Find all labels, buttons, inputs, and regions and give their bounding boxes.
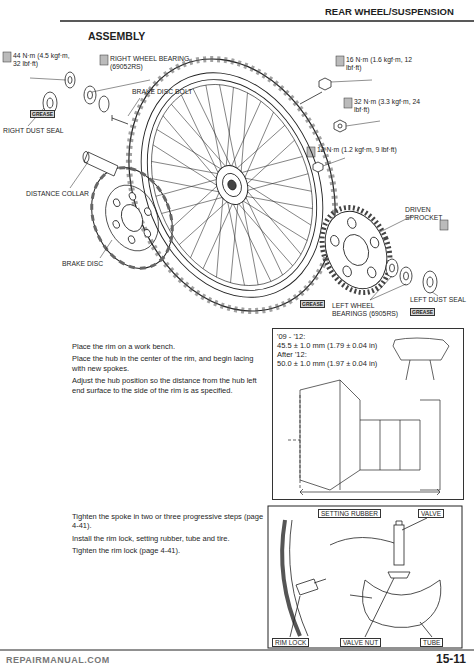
disc-hole xyxy=(128,192,137,202)
spoke xyxy=(243,156,312,213)
spoke xyxy=(181,93,219,178)
callout-label: RIM LOCK xyxy=(272,638,309,647)
spec-text: 50.0 ± 1.0 mm (1.97 ± 0.04 in) xyxy=(277,359,389,368)
sprocket-hole xyxy=(329,234,341,247)
instruction: Place the rim on a work bench. xyxy=(72,342,267,351)
part-name: RIGHT DUST SEAL xyxy=(3,127,73,135)
spoke xyxy=(190,85,238,172)
instruction: Place the hub in the center of the rim, … xyxy=(72,354,267,373)
spec-frame: '09 - '12:45.5 ± 1.0 mm (1.79 ± 0.04 in)… xyxy=(272,328,464,500)
part-name: DRIVEN SPROCKET xyxy=(405,206,465,222)
torque-spec: 12 N·m (1.2 kgf·m, 9 lbf·ft) xyxy=(317,146,417,154)
spoke xyxy=(203,201,265,283)
grease-mark: GREASE xyxy=(300,300,325,308)
page-header: REAR WHEEL/SUSPENSION xyxy=(325,7,470,18)
spoke xyxy=(152,157,221,214)
torque-spec: 16 N·m (1.6 kgf·m, 12 lbf·ft) xyxy=(346,56,416,72)
spec-text: 45.5 ± 1.0 mm (1.79 ± 0.04 in) xyxy=(277,341,389,350)
part-name: DISTANCE COLLAR xyxy=(26,190,106,198)
spoke xyxy=(245,166,311,242)
spoke xyxy=(236,191,292,276)
spoke xyxy=(171,200,238,245)
spoke xyxy=(244,174,313,231)
spoke xyxy=(189,195,251,277)
callout-label: VALVE NUT xyxy=(340,638,381,647)
section-title: ASSEMBLY xyxy=(88,30,145,42)
spoke xyxy=(157,112,224,188)
instruction: Tighten the rim lock (page 4-41). xyxy=(72,546,264,555)
spoke xyxy=(226,198,274,285)
spoke xyxy=(237,140,304,185)
spoke xyxy=(199,87,261,169)
disc-hole xyxy=(112,198,121,208)
instruction: Tighten the spoke in two or three progre… xyxy=(72,512,264,531)
grease-mark: GREASE xyxy=(410,308,435,316)
instruction: Install the rim lock, setting rubber, tu… xyxy=(72,534,264,543)
part-name: LEFT DUST SEAL xyxy=(410,296,470,304)
spoke xyxy=(244,192,282,277)
spoke xyxy=(152,139,221,196)
disc-hole xyxy=(143,207,152,217)
sprocket-hole xyxy=(346,216,358,229)
part-name: RIGHT WHEEL BEARING (69052RS) xyxy=(110,55,206,71)
spec-text: After '12: xyxy=(277,350,389,359)
spoke xyxy=(153,128,219,204)
instruction: Adjust the hub position so the distance … xyxy=(72,376,267,395)
callout-label: VALVE xyxy=(418,509,444,518)
sprocket-hole xyxy=(366,266,378,279)
part-name: BRAKE DISC xyxy=(62,260,132,268)
disc-hole xyxy=(112,220,121,230)
part-name: BRAKE DISC BOLT xyxy=(132,88,212,96)
spoke xyxy=(241,182,308,258)
spokes xyxy=(123,60,342,310)
spoke xyxy=(184,201,253,268)
callout-label: SETTING RUBBER xyxy=(318,509,381,518)
disc-hole xyxy=(143,228,152,238)
spoke xyxy=(171,94,227,179)
torque-spec: 44 N·m (4.5 kgf·m, 32 lbf·ft) xyxy=(13,52,75,68)
watermark: REPAIRMANUAL.COM xyxy=(6,655,110,665)
spoke xyxy=(232,199,271,284)
torque-spec: 32 N·m (3.3 kgf·m, 24 lbf·ft) xyxy=(354,98,424,114)
spec-text: '09 - '12: xyxy=(277,332,389,341)
sprocket-hole xyxy=(341,265,353,278)
spoke xyxy=(239,149,302,181)
spoke xyxy=(213,93,275,175)
page-number: 15-11 xyxy=(436,653,466,667)
part-name: LEFT WHEEL BEARINGS (6905RS) xyxy=(332,302,410,318)
spoke xyxy=(211,101,280,168)
disc-hole xyxy=(127,235,136,245)
spoke xyxy=(245,167,308,198)
spoke xyxy=(227,125,294,170)
spoke xyxy=(193,86,232,171)
grease-mark: GREASE xyxy=(30,110,55,118)
callout-label: TUBE xyxy=(420,638,443,647)
sprocket-hole xyxy=(369,236,381,249)
